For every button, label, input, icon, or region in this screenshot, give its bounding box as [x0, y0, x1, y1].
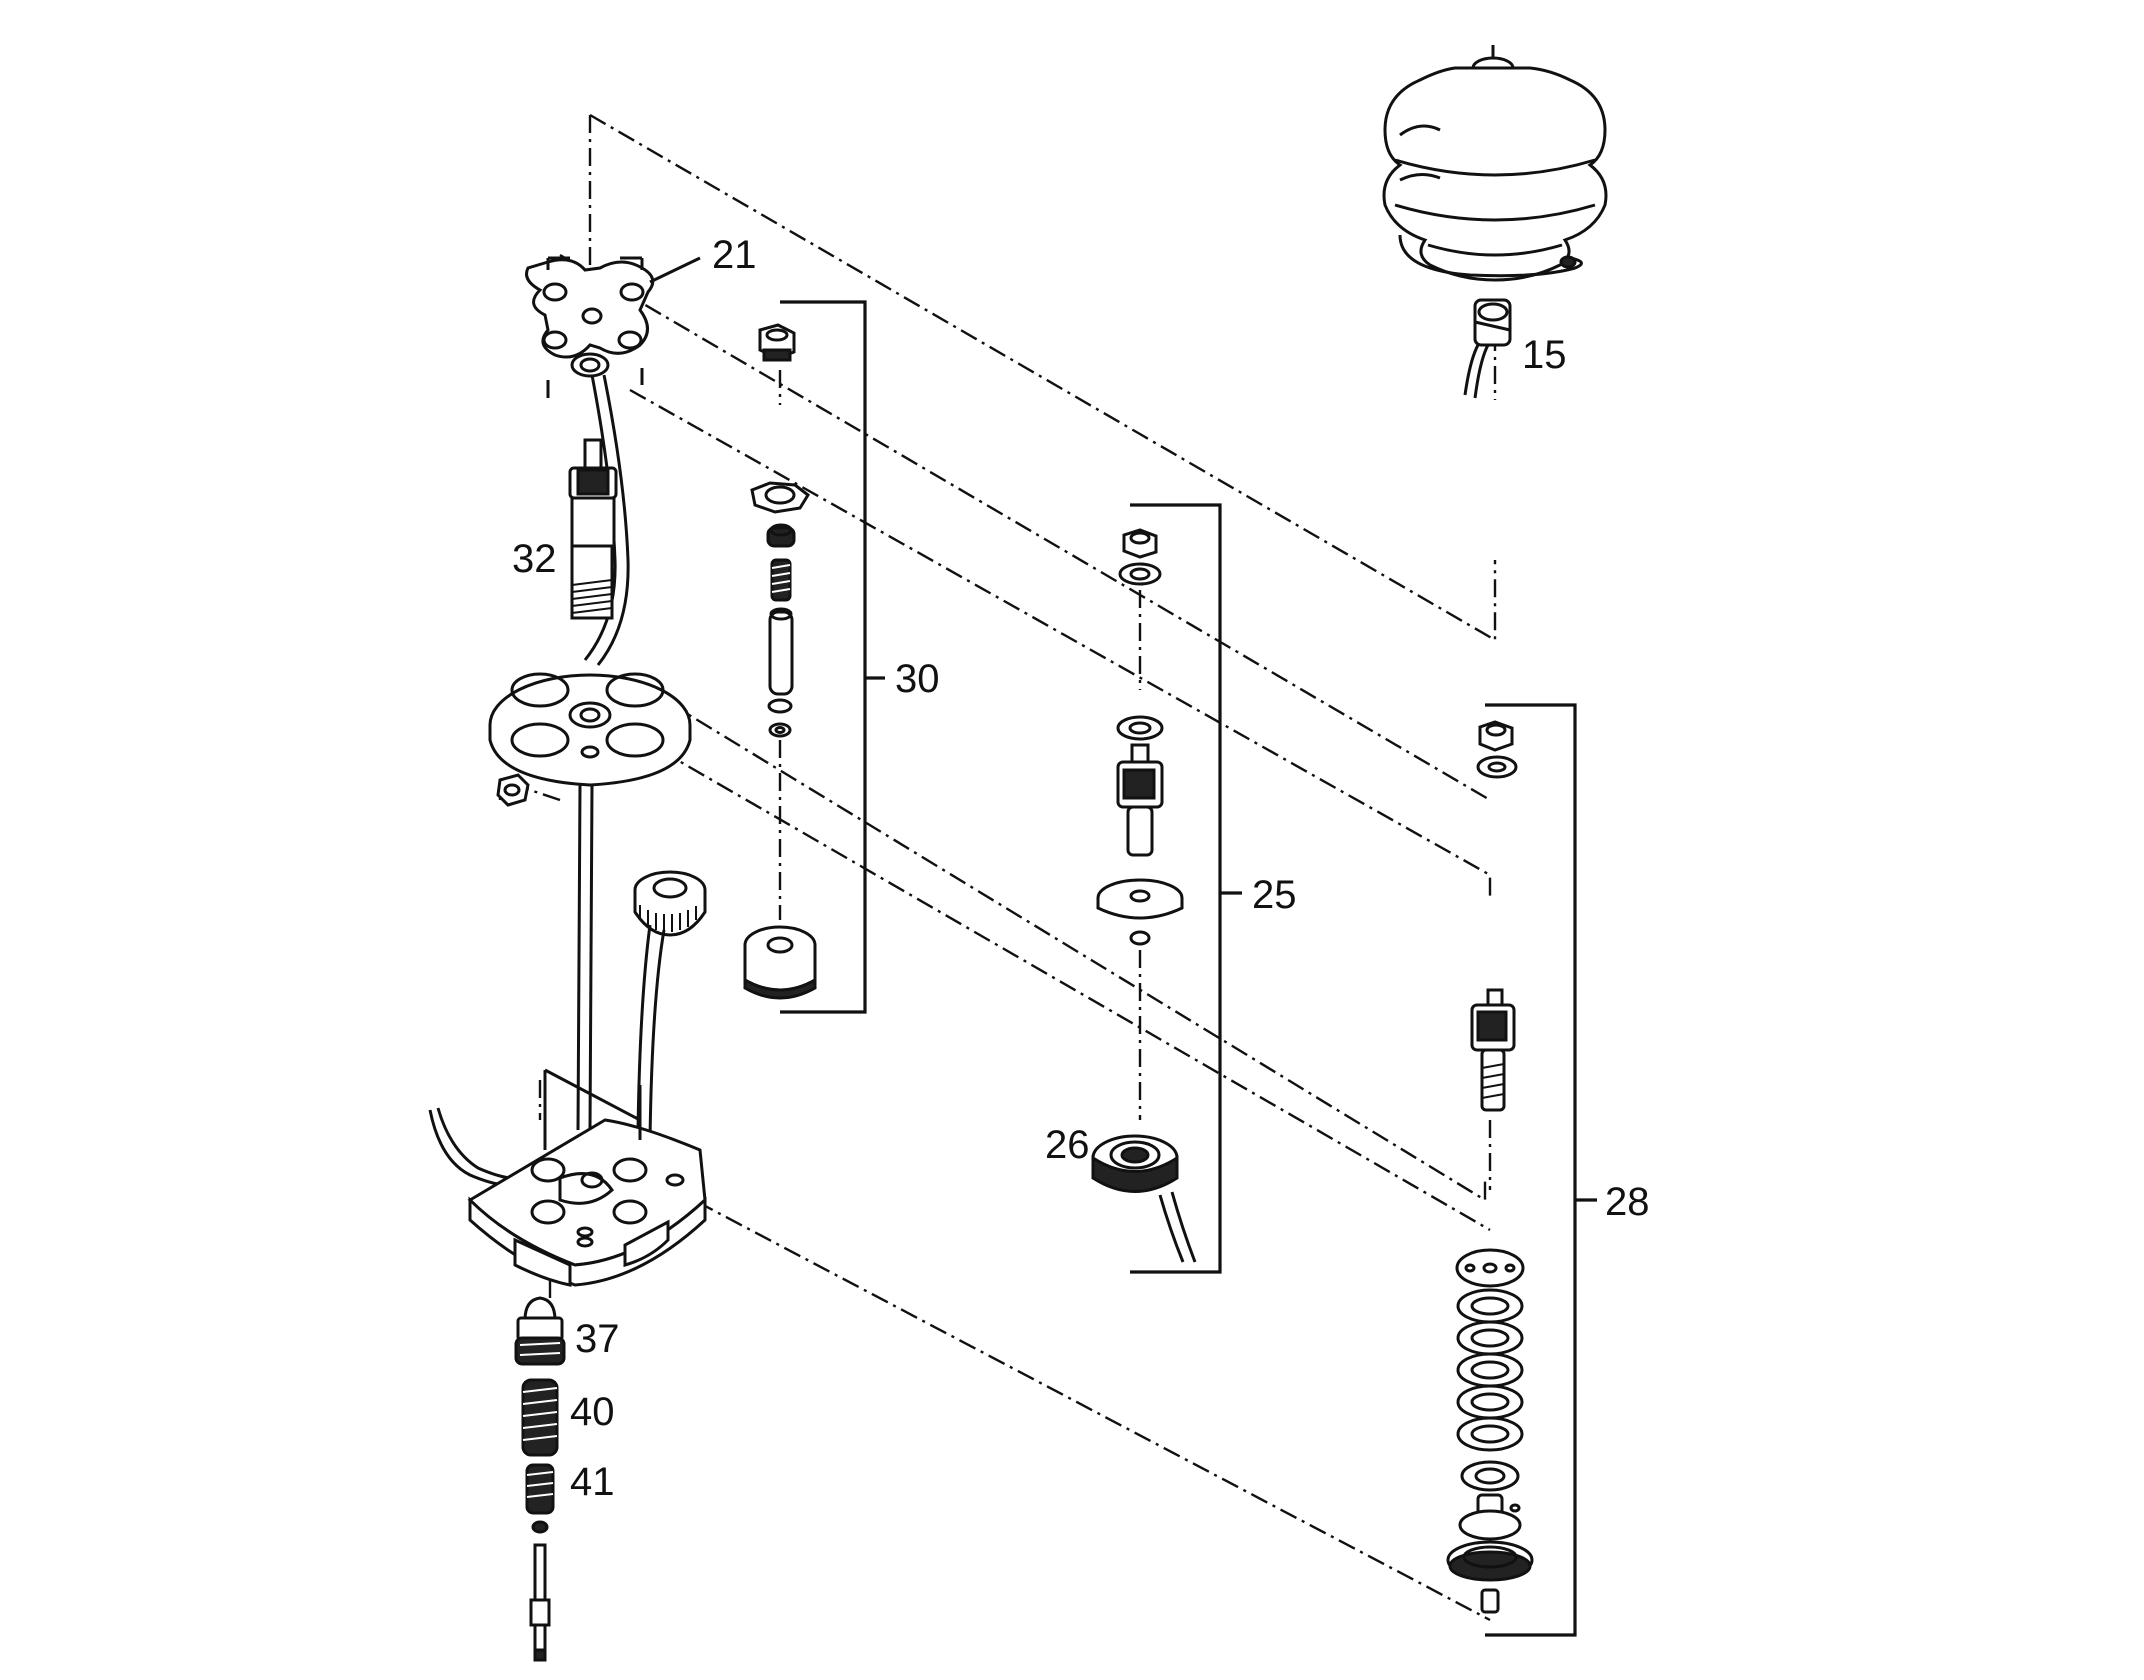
nut-28	[1478, 720, 1514, 752]
bracket-30	[780, 300, 885, 1014]
label-part-30: 30	[895, 657, 940, 701]
ball-joint-25	[1116, 743, 1164, 857]
washer-25b	[1116, 715, 1164, 741]
washer-25a	[1118, 562, 1162, 586]
threaded-pin-part-32	[568, 438, 618, 620]
needle	[529, 1520, 551, 1662]
bushing	[743, 925, 817, 1000]
spring-part-40	[521, 1378, 559, 1457]
leader-lines	[649, 256, 701, 284]
seal-stack	[1455, 1248, 1525, 1492]
spring-small	[770, 558, 792, 602]
small-nut	[496, 773, 530, 807]
bracket-25	[1130, 503, 1242, 1274]
label-part-15: 15	[1522, 333, 1567, 377]
spring-part-41	[525, 1463, 555, 1515]
pin	[768, 607, 794, 696]
base-disc	[488, 672, 692, 787]
disc-washer-25	[1096, 878, 1184, 946]
assembly-lines	[498, 113, 1497, 1622]
bracket-28	[1485, 703, 1597, 1637]
ball-joint-28	[1470, 988, 1516, 1112]
label-part-32: 32	[512, 537, 557, 581]
hex-nut	[750, 481, 810, 514]
nut-25	[1122, 528, 1158, 559]
valve-seat	[1446, 1493, 1534, 1614]
washer-small-30	[767, 698, 793, 738]
label-part-21: 21	[712, 233, 757, 277]
cap-part-37	[514, 1296, 566, 1366]
washer-28a	[1476, 755, 1518, 779]
label-part-40: 40	[570, 1390, 615, 1434]
small-cap	[766, 523, 796, 548]
plug-nut	[758, 323, 796, 362]
gear	[633, 870, 707, 1141]
label-part-25: 25	[1252, 873, 1297, 917]
boot-bellows-part-15	[1382, 45, 1608, 399]
label-part-41: 41	[570, 1460, 615, 1504]
label-part-37: 37	[575, 1317, 620, 1361]
sensor-part-26	[1091, 1134, 1197, 1263]
label-part-28: 28	[1605, 1180, 1650, 1224]
label-part-26: 26	[1045, 1123, 1090, 1167]
cover-plate-part-21	[525, 256, 655, 398]
base-plate	[428, 1068, 707, 1287]
